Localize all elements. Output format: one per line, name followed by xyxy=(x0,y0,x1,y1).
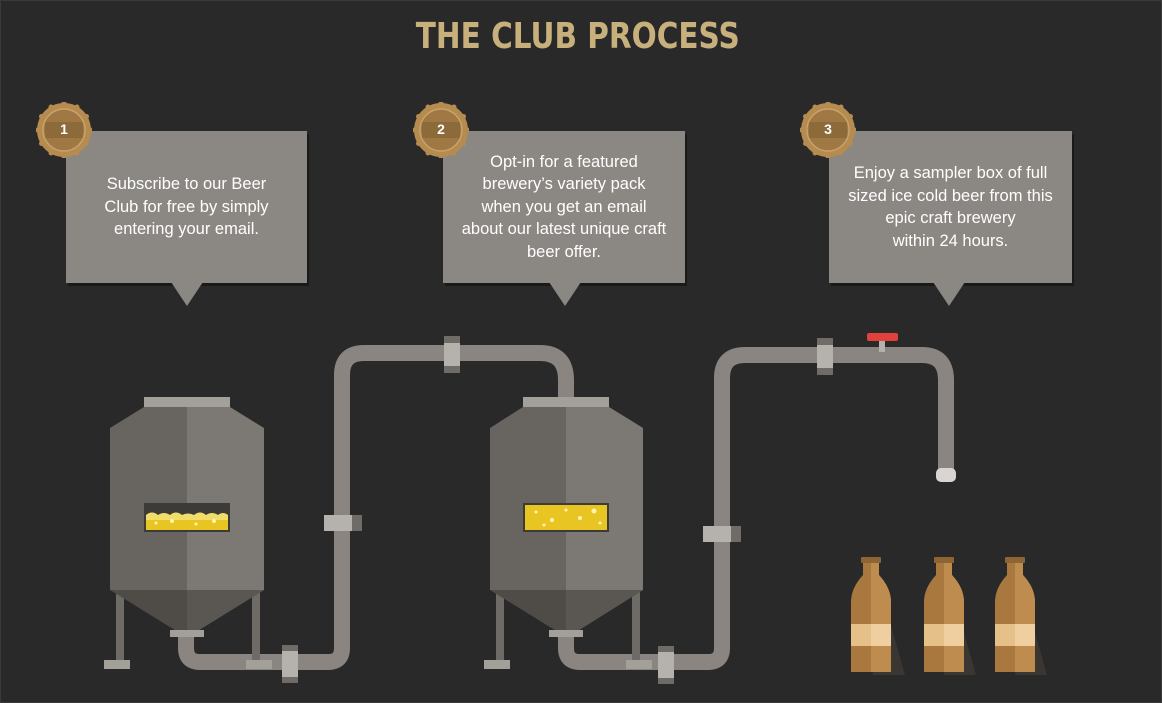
beer-bottle-icon xyxy=(851,557,905,675)
step-3-number: 3 xyxy=(824,121,832,137)
pipe-icon xyxy=(178,345,954,670)
step-3-bubble: Enjoy a sampler box of full sized ice co… xyxy=(829,131,1072,306)
step-2-text: Opt-in for a featured brewery’s variety … xyxy=(461,152,667,261)
step-2-badge: 2 xyxy=(412,101,470,159)
fermentation-tank-icon xyxy=(484,397,652,669)
tap-valve-icon xyxy=(867,333,898,352)
bottle-cap-badge-icon xyxy=(799,101,857,159)
page-title: THE CLUB PROCESS xyxy=(415,16,740,57)
step-1-badge: 1 xyxy=(35,101,93,159)
step-1-text: Subscribe to our Beer Club for free by s… xyxy=(104,175,269,239)
step-3-badge: 3 xyxy=(799,101,857,159)
step-3-text: Enjoy a sampler box of full sized ice co… xyxy=(848,164,1053,250)
beer-bottle-icon xyxy=(924,557,976,675)
step-2-bubble: Opt-in for a featured brewery’s variety … xyxy=(443,131,685,306)
pipe-coupling xyxy=(282,336,956,684)
fermentation-tank-icon xyxy=(104,397,272,669)
beer-bottle-icon xyxy=(995,557,1047,675)
step-1-bubble: Subscribe to our Beer Club for free by s… xyxy=(66,131,307,306)
step-1-number: 1 xyxy=(60,121,68,137)
step-2-number: 2 xyxy=(437,121,445,137)
bottle-cap-badge-icon xyxy=(35,101,93,159)
bottle-cap-badge-icon xyxy=(412,101,470,159)
